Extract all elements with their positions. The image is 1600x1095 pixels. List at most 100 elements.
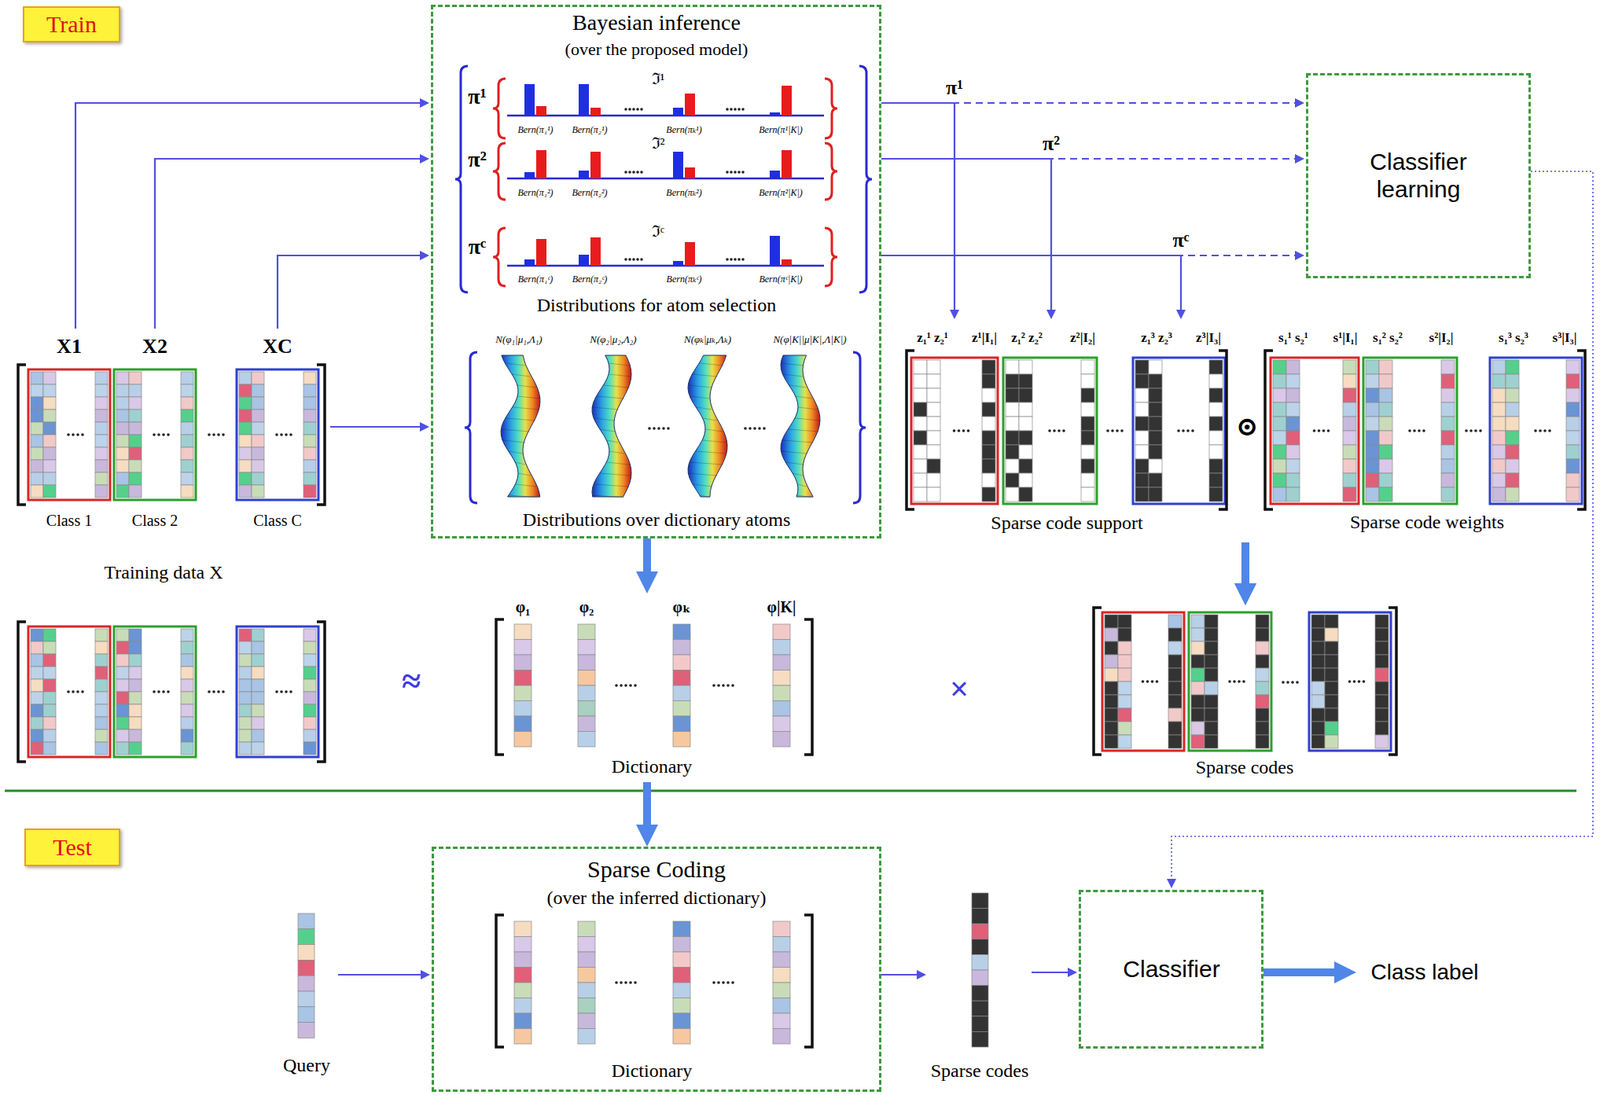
matrix-cell xyxy=(95,485,108,498)
ellipsis-dot xyxy=(217,433,221,437)
surface-mesh-line xyxy=(518,473,531,476)
ellipsis-dot xyxy=(1478,429,1483,433)
ellipsis-dot xyxy=(1052,429,1056,433)
matrix-cell xyxy=(128,742,142,755)
matrix-cell xyxy=(1272,445,1287,460)
matrix-cell xyxy=(303,485,317,498)
node-text: φₖ xyxy=(673,598,692,617)
ellipsis-dot xyxy=(741,107,745,111)
vector-cell xyxy=(772,952,791,968)
surface-mesh-line xyxy=(692,484,713,487)
ellipsis-dot xyxy=(1408,429,1412,433)
ellipsis-dot xyxy=(161,433,166,437)
curly-brace xyxy=(824,228,838,287)
probability-bar xyxy=(781,150,792,179)
matrix-cell xyxy=(1204,668,1218,682)
matrix-cell xyxy=(1148,459,1163,474)
node-text: (over the proposed model) xyxy=(565,39,749,59)
matrix-cell xyxy=(1342,416,1357,431)
matrix-cell xyxy=(1081,402,1095,417)
matrix-cell xyxy=(1324,681,1339,696)
matrix-cell xyxy=(1104,708,1119,722)
node-text: Class 1 xyxy=(46,511,92,530)
matrix-cell xyxy=(128,628,142,642)
matrix-cell xyxy=(1441,430,1455,446)
edge-label: π¹ xyxy=(943,76,966,100)
matrix-cell xyxy=(1135,459,1149,474)
matrix-cell xyxy=(1104,628,1119,642)
matrix-cell xyxy=(1311,708,1325,722)
matrix-cell xyxy=(116,729,129,743)
matrix-cell xyxy=(1441,473,1455,488)
matrix-cell xyxy=(1191,654,1205,669)
ellipsis-dot xyxy=(628,257,632,262)
matrix-cell xyxy=(180,691,194,705)
matrix-cell xyxy=(180,459,194,473)
ellipsis-dot xyxy=(1242,680,1246,684)
vector-cell xyxy=(577,921,596,938)
matrix-cell xyxy=(1365,445,1380,460)
matrix-cell xyxy=(1379,473,1393,488)
vector-cell xyxy=(514,1029,532,1045)
node-text: z₁³ z₂³ xyxy=(1140,330,1173,346)
matrix-cell xyxy=(303,666,317,680)
curly-brace xyxy=(859,66,872,293)
math-label: Bern(π₂²) xyxy=(571,187,607,199)
matrix-cell xyxy=(1255,654,1269,669)
matrix-cell xyxy=(1104,721,1119,736)
matrix-cell xyxy=(1018,374,1033,389)
vector-cell xyxy=(297,1022,315,1039)
matrix-cell xyxy=(180,704,194,718)
surface-mesh-line xyxy=(705,429,723,432)
ellipsis-dot xyxy=(71,690,75,694)
matrix-cell xyxy=(913,459,927,474)
surface-mesh-line xyxy=(780,363,804,366)
matrix-cell xyxy=(43,397,56,410)
matrix-cell xyxy=(1005,459,1019,474)
matrix-cell xyxy=(926,402,941,417)
matrix-cell xyxy=(180,485,194,498)
math-label: π¹ xyxy=(467,84,487,110)
math-label: ⊙ xyxy=(1235,411,1259,442)
matrix-cell xyxy=(43,472,56,486)
node-text: z₁¹ z₂¹ xyxy=(916,330,949,346)
matrix-cell xyxy=(1168,654,1182,669)
ellipsis-dot xyxy=(1281,680,1285,685)
ellipsis-dot xyxy=(614,981,618,985)
matrix-cell xyxy=(1286,374,1300,389)
surface-mesh-line xyxy=(787,429,819,432)
matrix-cell xyxy=(43,742,56,755)
ellipsis-dot xyxy=(624,170,628,174)
matrix-cell xyxy=(95,472,108,486)
matrix-cell xyxy=(30,704,44,718)
matrix-cell xyxy=(1005,430,1019,446)
probability-bar xyxy=(684,242,696,266)
matrix-bracket xyxy=(906,350,915,510)
class-block-border xyxy=(1309,612,1391,751)
ellipsis-dot xyxy=(721,981,725,985)
matrix-cell xyxy=(1492,473,1506,488)
matrix-cell xyxy=(1255,695,1269,709)
ellipsis-dot xyxy=(721,684,725,688)
matrix-cell xyxy=(1209,430,1223,446)
ellipsis-dot xyxy=(157,433,161,437)
matrix-cell xyxy=(1342,402,1357,417)
matrix-cell xyxy=(1255,614,1269,629)
surface-mesh-line xyxy=(511,374,530,377)
class-block-border xyxy=(1132,357,1225,504)
probability-bar xyxy=(781,259,792,266)
block-arrow xyxy=(643,538,652,572)
surface-mesh-line xyxy=(780,451,808,454)
matrix-cell xyxy=(30,447,44,460)
flow-arrow xyxy=(881,102,1295,104)
matrix-bracket xyxy=(1093,607,1102,755)
matrix-cell xyxy=(116,384,129,398)
matrix-cell xyxy=(1375,614,1389,629)
node-text: Train xyxy=(46,11,97,39)
class-block-border xyxy=(1188,612,1272,751)
matrix-cell xyxy=(1365,360,1380,375)
surface-mesh-line xyxy=(599,429,615,432)
vector-cell xyxy=(971,908,989,925)
ellipsis-dot xyxy=(1322,429,1326,433)
vector-cell xyxy=(673,921,691,938)
